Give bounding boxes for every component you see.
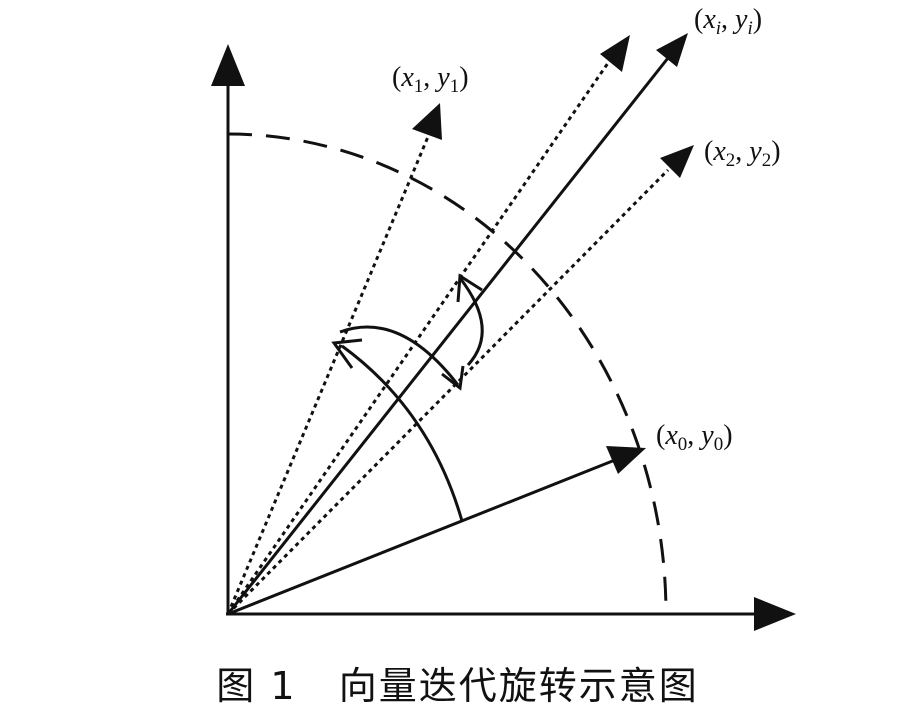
vector-vi-arrowhead <box>656 33 688 67</box>
angle-arc-small-arrowhead <box>456 273 483 303</box>
angle-arc-top <box>339 325 460 386</box>
label-point-i: (xi, yi) <box>694 4 762 39</box>
angle-arc-top-arrowhead <box>441 365 465 391</box>
vector-v1 <box>226 131 432 615</box>
vector-v1-prime <box>226 62 610 615</box>
label-point-2: (x2, y2) <box>704 136 781 171</box>
rotation-arcs <box>331 273 484 522</box>
caption-text: 向量迭代旋转示意图 <box>338 664 699 708</box>
y-axis-arrowhead <box>211 44 245 86</box>
unit-circle-arc <box>227 132 668 615</box>
label-point-1: (x1, y1) <box>392 62 469 97</box>
axes <box>211 44 796 631</box>
caption-number: 图 1 <box>216 664 297 708</box>
angle-arc-small <box>458 277 484 367</box>
vector-v1-prime-arrowhead <box>600 35 630 72</box>
vector-v2-arrowhead <box>660 145 694 178</box>
x-axis-arrowhead <box>754 597 796 631</box>
vector-v1-arrowhead <box>412 103 442 140</box>
vector-v0 <box>227 458 616 616</box>
vector-v2 <box>226 168 670 616</box>
vectors <box>226 33 694 616</box>
angle-arc-large <box>341 344 464 522</box>
vector-v0-arrowhead <box>606 446 646 474</box>
figure-caption: 图 1 向量迭代旋转示意图 <box>0 655 915 710</box>
angle-arc-large-arrowhead <box>331 338 363 369</box>
vector-vi <box>226 57 670 615</box>
label-point-0: (x0, y0) <box>656 420 733 455</box>
